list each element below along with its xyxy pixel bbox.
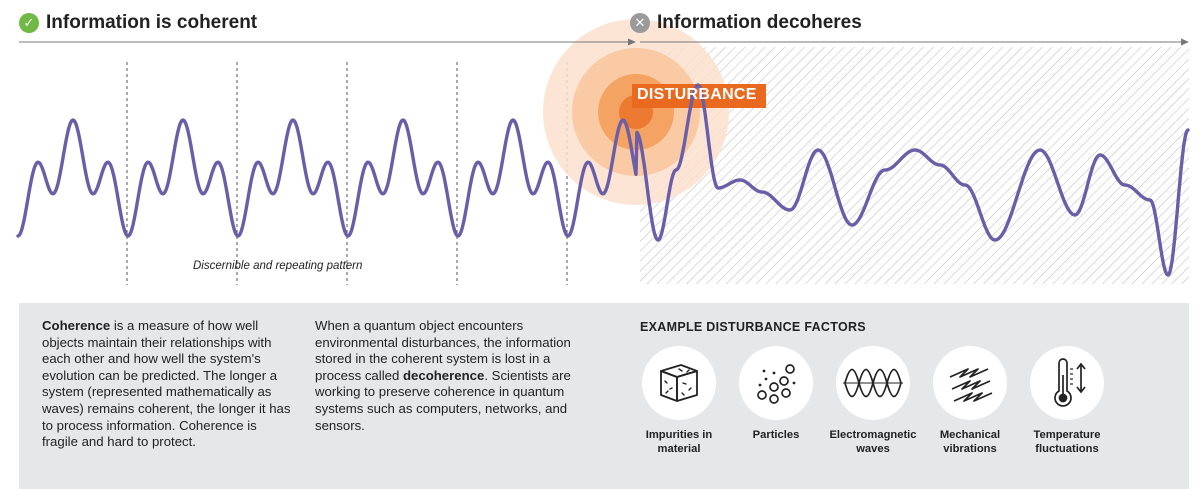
wave-diagram	[16, 19, 1190, 285]
em-waves-icon	[843, 368, 903, 398]
header-coherent: ✓ Information is coherent	[19, 10, 257, 36]
pattern-label: Discernible and repeating pattern	[193, 260, 363, 272]
decoherence-body-before: When a quantum object encounters environ…	[315, 318, 571, 383]
coherence-term: Coherence	[42, 318, 111, 333]
factor-em-waves: Electromagnetic waves	[825, 346, 921, 456]
x-icon: ✕	[630, 13, 650, 33]
decoherence-body-after: . Scientists are working to preserve coh…	[315, 367, 571, 433]
thermometer-icon	[1054, 358, 1086, 407]
vibrations-icon	[949, 368, 993, 402]
coherence-paragraph: Coherence is a measure of how well objec…	[42, 318, 292, 451]
wave-line	[16, 83, 1190, 277]
factor-impurities: Impurities in material	[631, 346, 727, 456]
factor-label: Electromagnetic waves	[829, 429, 917, 455]
coherence-body: is a measure of how well objects maintai…	[42, 318, 291, 450]
header-coherent-label: Information is coherent	[46, 12, 258, 33]
factor-label: Impurities in material	[645, 429, 713, 455]
decoherence-paragraph: When a quantum object encounters environ…	[315, 318, 575, 434]
cube-impurities-icon	[660, 364, 698, 402]
factor-temperature: Temperature fluctuations	[1019, 346, 1115, 456]
disturbance-label: DISTURBANCE	[637, 86, 757, 103]
factor-label: Temperature fluctuations	[1033, 429, 1101, 455]
decoherence-term: decoherence	[402, 367, 485, 383]
factor-label: Particles	[752, 429, 800, 441]
factor-vibrations: Mechanical vibrations	[922, 346, 1018, 456]
header-decoheres-label: Information decoheres	[657, 12, 862, 33]
check-icon: ✓	[19, 13, 39, 33]
factors-title: EXAMPLE DISTURBANCE FACTORS	[640, 320, 866, 334]
factor-particles: Particles	[728, 346, 824, 442]
header-decoheres: ✕ Information decoheres	[630, 10, 862, 36]
timeline-arrows	[19, 38, 1189, 46]
factor-label: Mechanical vibrations	[939, 429, 1001, 455]
particles-icon	[757, 364, 796, 404]
